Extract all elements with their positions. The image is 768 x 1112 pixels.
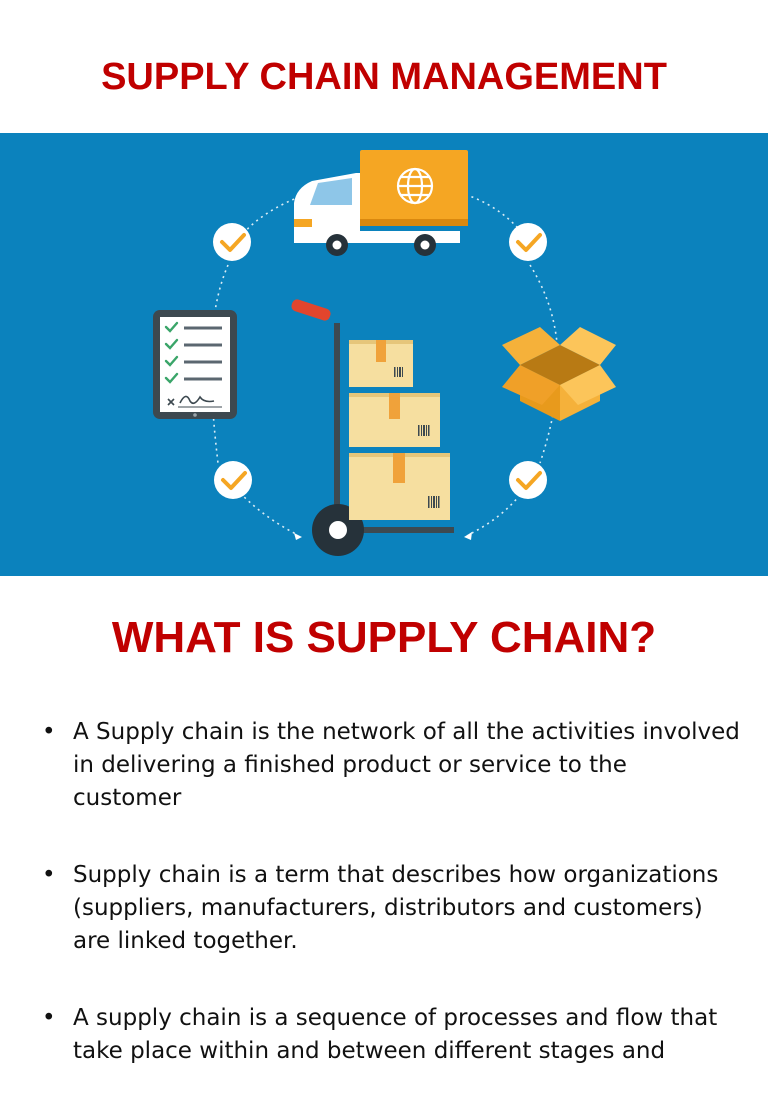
bullet-text: A supply chain is a sequence of processe… [73,1005,718,1064]
cycle-arrows [210,184,559,536]
page-title: SUPPLY CHAIN MANAGEMENT [101,56,667,98]
checklist-tablet-icon [153,310,237,419]
checkmark-icon [509,223,547,261]
bullet-text: A Supply chain is the network of all the… [73,719,740,811]
checkmark-icon [213,223,251,261]
list-item: • A Supply chain is the network of all th… [42,716,742,815]
cardboard-box-icon [349,453,450,520]
list-item: • Supply chain is a term that describes h… [42,859,742,958]
checkmark-icon [509,461,547,499]
bullet-dot: • [42,719,56,745]
checkmark-icon [214,461,252,499]
list-item: • A supply chain is a sequence of process… [42,1002,742,1068]
globe-icon [396,167,434,205]
bullet-dot: • [42,862,56,888]
bullet-dot: • [42,1005,56,1031]
delivery-truck-icon [294,150,468,256]
cardboard-box-icon [349,340,413,387]
section-title: WHAT IS SUPPLY CHAIN? [111,613,657,662]
cardboard-box-icon [349,393,440,447]
bullet-text: Supply chain is a term that describes ho… [73,862,719,954]
supply-chain-illustration [0,133,768,576]
open-box-icon [502,327,616,421]
bullet-list: • A Supply chain is the network of all th… [42,716,742,1112]
